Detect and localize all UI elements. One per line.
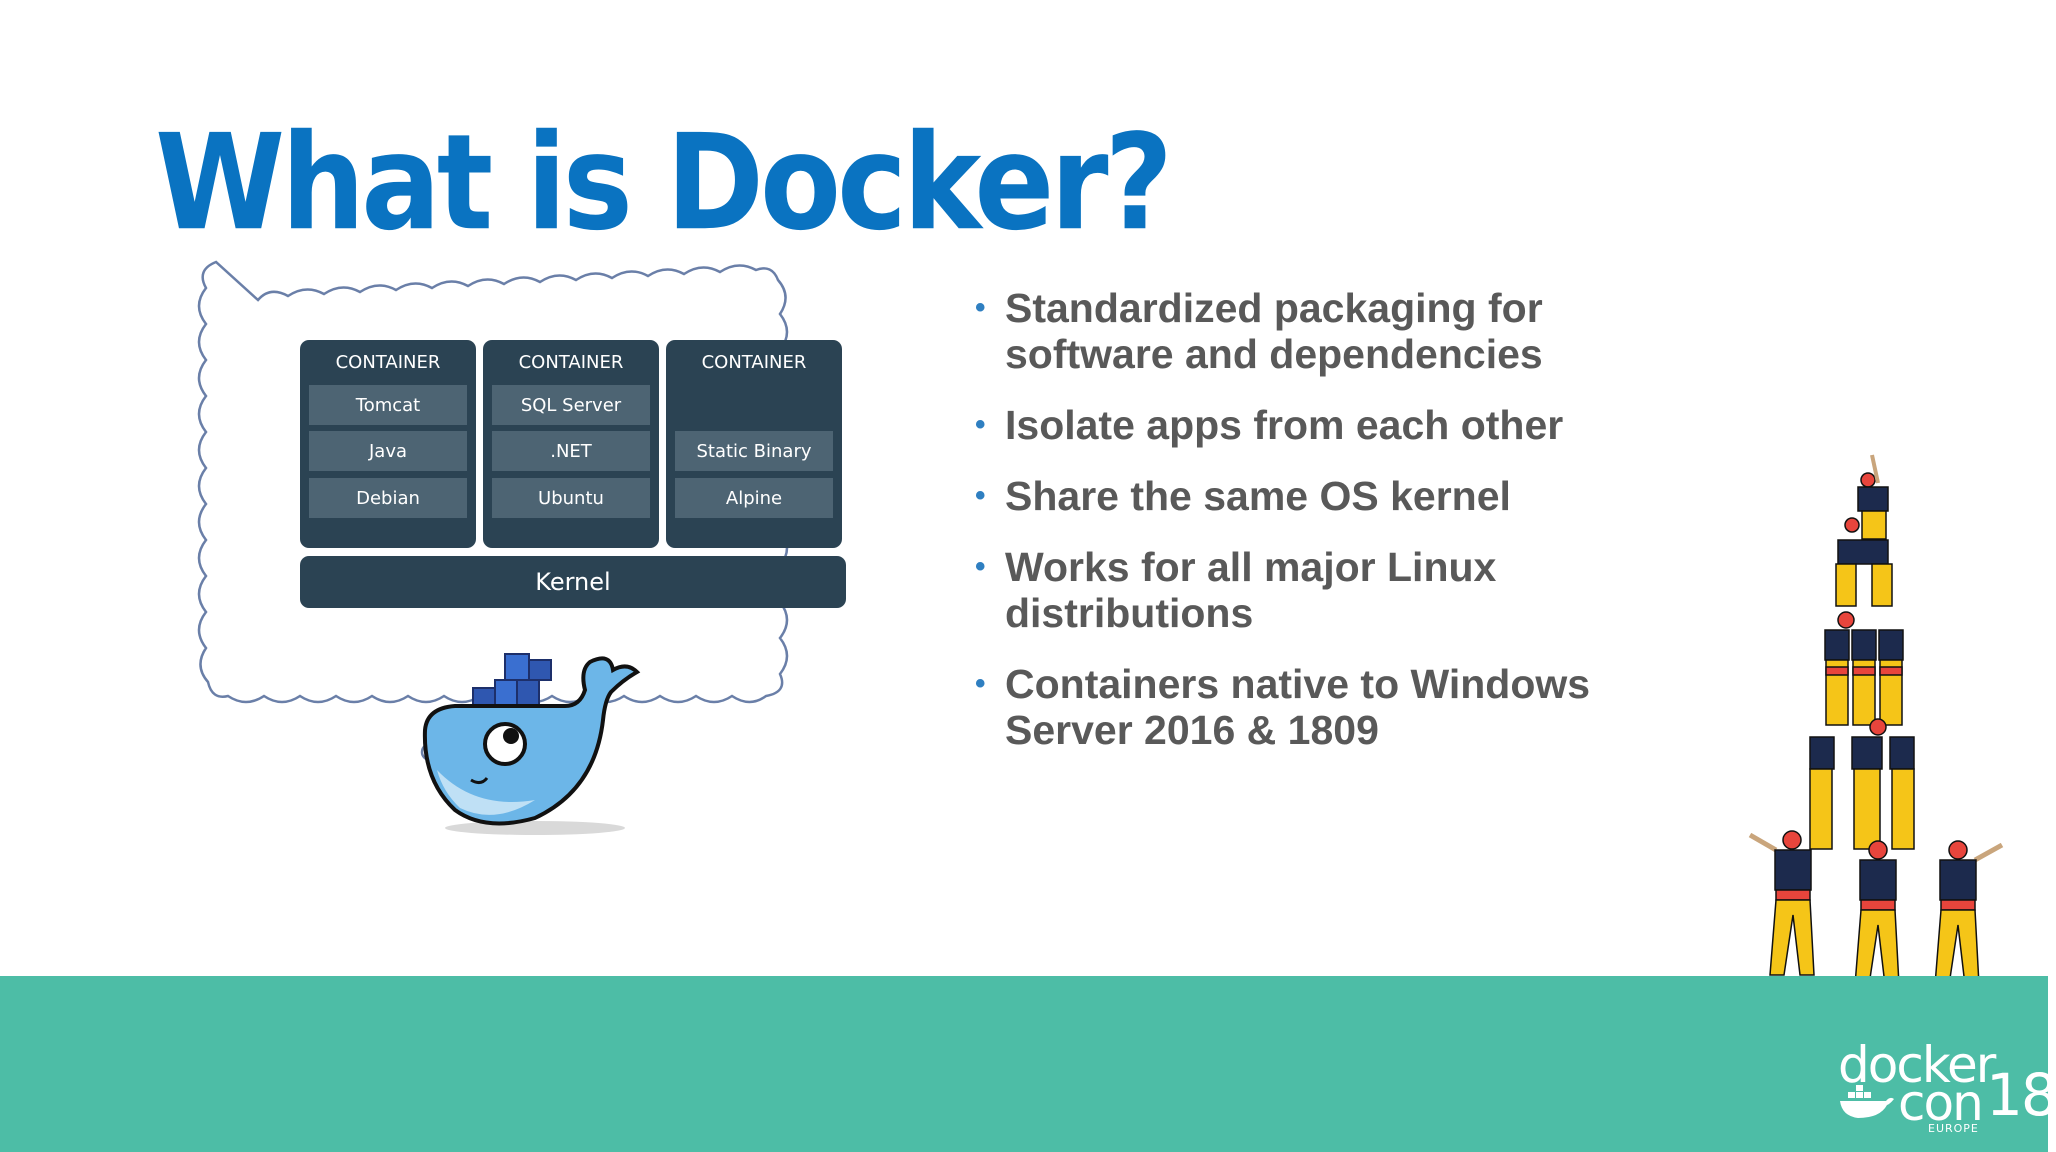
feature-bullet-list: • Standardized packaging for software an… — [975, 285, 1695, 778]
docker-whale-icon — [422, 653, 641, 835]
dockercon-logo: docker con 18 EUROPE — [1838, 1036, 2056, 1140]
bullet-line: Standardized packaging for — [1005, 285, 1543, 331]
bullet-line: distributions — [1005, 590, 1254, 636]
bullet-dot-icon: • — [975, 550, 986, 583]
logo-whale-icon — [1840, 1085, 1894, 1118]
bullet-line: Isolate apps from each other — [1005, 402, 1564, 448]
bullet-item: • Isolate apps from each other — [975, 402, 1695, 448]
logo-year: 18 — [1986, 1061, 2056, 1129]
container-1: CONTAINER Tomcat Java Debian — [300, 340, 476, 548]
bullet-item: • Share the same OS kernel — [975, 473, 1695, 519]
layer-dotnet: .NET — [492, 431, 650, 471]
layer-debian: Debian — [309, 478, 467, 518]
bullet-line: Server 2016 & 1809 — [1005, 707, 1379, 753]
footer-band — [0, 976, 2048, 1152]
kernel-bar: Kernel — [300, 556, 846, 608]
container-label: CONTAINER — [701, 352, 807, 373]
logo-sub: EUROPE — [1928, 1122, 1979, 1135]
container-3: CONTAINER Static Binary Alpine — [666, 340, 842, 548]
layer-static-binary: Static Binary — [675, 431, 833, 471]
bullet-dot-icon: • — [975, 408, 986, 441]
bullet-item: • Works for all major Linux distribution… — [975, 544, 1695, 636]
bullet-line: Share the same OS kernel — [1005, 473, 1511, 519]
bullet-item: • Standardized packaging for software an… — [975, 285, 1695, 377]
layer-tomcat: Tomcat — [309, 385, 467, 425]
container-label: CONTAINER — [518, 352, 624, 373]
human-tower-illustration — [1748, 454, 2004, 986]
bullet-line: software and dependencies — [1005, 331, 1543, 377]
bullet-dot-icon: • — [975, 291, 986, 324]
bullet-dot-icon: • — [975, 479, 986, 512]
layer-alpine: Alpine — [675, 478, 833, 518]
bullet-line: Containers native to Windows — [1005, 661, 1591, 707]
layer-sql-server: SQL Server — [492, 385, 650, 425]
logo-word-docker: docker — [1838, 1036, 1996, 1094]
container-2: CONTAINER SQL Server .NET Ubuntu — [483, 340, 659, 548]
container-diagram: CONTAINER Tomcat Java Debian CONTAINER S… — [197, 260, 920, 850]
bullet-dot-icon: • — [975, 667, 986, 700]
bullet-item: • Containers native to Windows Server 20… — [975, 661, 1695, 753]
layer-ubuntu: Ubuntu — [492, 478, 650, 518]
slide-title: What is Docker? — [155, 105, 1173, 260]
bullet-line: Works for all major Linux — [1005, 544, 1497, 590]
container-label: CONTAINER — [335, 352, 441, 373]
layer-java: Java — [309, 431, 467, 471]
logo-word-con: con — [1898, 1074, 1984, 1132]
